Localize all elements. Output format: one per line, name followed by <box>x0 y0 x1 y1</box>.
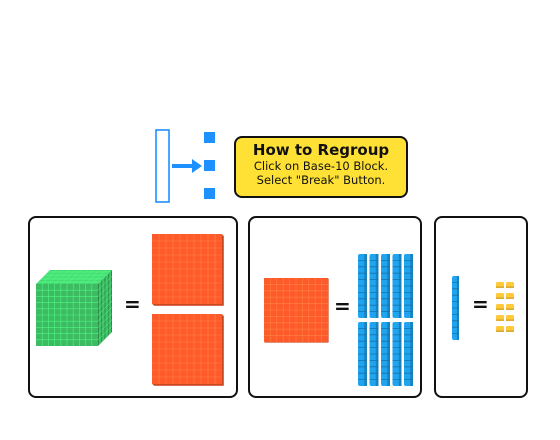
panel-ten-to-ones: = <box>434 216 528 398</box>
one-unit-block <box>506 326 514 332</box>
instructions-line-1: Click on Base-10 Block. <box>253 159 389 173</box>
ten-rod-block <box>369 254 379 318</box>
one-unit-block <box>506 293 514 299</box>
one-unit-block <box>496 315 504 321</box>
one-unit-block <box>506 282 514 288</box>
ten-rod-block <box>392 254 402 318</box>
panel-hundred-to-tens: = <box>248 216 422 398</box>
break-illustration <box>155 129 215 203</box>
unit-square-icon <box>204 160 215 171</box>
ten-rod-block <box>404 254 413 318</box>
thousand-equivalence-graphic <box>36 234 224 386</box>
equals-sign: = <box>124 292 141 316</box>
rod-outline-icon <box>155 129 170 203</box>
ten-rod-block <box>404 322 413 386</box>
hundred-flat-stack <box>152 314 224 386</box>
unit-square-icon <box>204 188 215 199</box>
arrow-head-icon <box>192 159 202 173</box>
one-unit-block <box>496 293 504 299</box>
ten-rod-block <box>381 254 390 318</box>
regroup-instructions: How to Regroup Click on Base-10 Block. S… <box>234 136 408 198</box>
instructions-line-2: Select "Break" Button. <box>256 173 386 187</box>
ten-equivalence-graphic <box>452 276 514 340</box>
instructions-title: How to Regroup <box>252 141 390 159</box>
one-unit-block <box>496 326 504 332</box>
one-unit-block <box>506 304 514 310</box>
ten-rod-block <box>358 322 367 386</box>
ten-rod-block <box>369 322 379 386</box>
one-unit-block <box>496 304 504 310</box>
hundred-equivalence-graphic <box>264 254 413 386</box>
ten-rod-block <box>358 254 367 318</box>
equals-sign: = <box>334 294 351 318</box>
panel-thousand-to-hundreds: = <box>28 216 238 398</box>
hundred-flat-block <box>264 278 329 343</box>
ten-rod-block <box>381 322 390 386</box>
ten-rod-block <box>452 276 459 340</box>
ten-rod-block <box>392 322 402 386</box>
one-unit-block <box>496 282 504 288</box>
unit-square-icon <box>204 132 215 143</box>
hundred-flat-stack <box>152 234 224 306</box>
equals-sign: = <box>472 292 489 316</box>
one-unit-block <box>506 315 514 321</box>
thousand-cube-block <box>36 269 113 346</box>
